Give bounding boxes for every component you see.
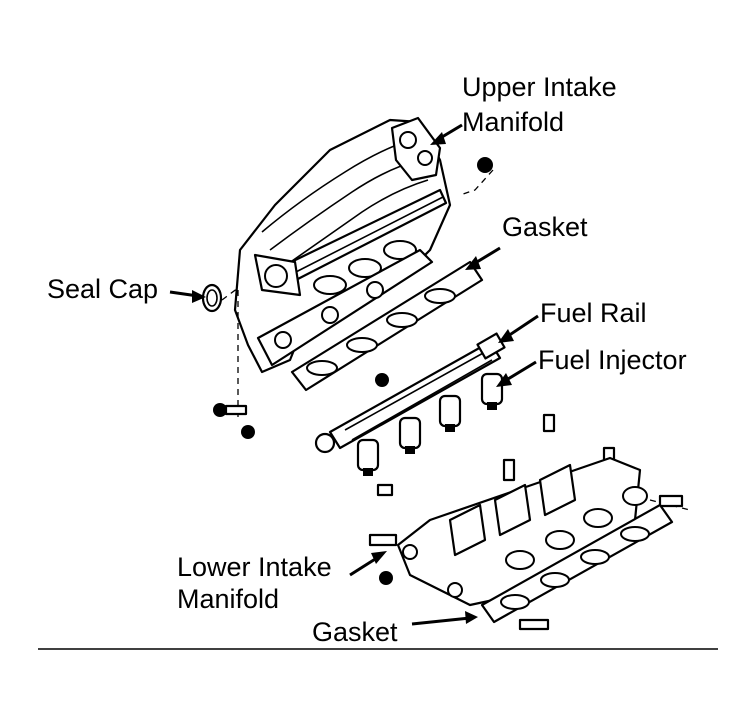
label-upper-intake-line1: Upper Intake [462,72,617,102]
rail-bolt-icon [376,413,616,497]
upper-intake-manifold [233,116,452,374]
nut-icon [477,157,493,173]
label-lower-intake-line1: Lower Intake [177,552,332,582]
label-lower-intake-line2: Manifold [177,584,279,614]
fuel-rail [314,332,506,454]
stud-icon-right [658,494,684,508]
label-gasket-upper: Gasket [502,212,588,242]
label-fuel-rail: Fuel Rail [540,298,647,328]
seal-cap [201,283,223,313]
lower-gasket [480,503,674,624]
upper-gasket [290,260,484,392]
leader-arrows [169,123,539,626]
lower-nut-icon [379,571,393,585]
nut-icon-left [241,425,255,439]
label-fuel-injector: Fuel Injector [538,345,687,375]
rail-nut-icon [375,373,389,387]
label-upper-intake-line2: Manifold [462,107,564,137]
label-seal-cap: Seal Cap [47,274,158,304]
fuel-injectors [356,372,504,476]
stud-icon [368,533,398,547]
bolt-icon [213,403,248,417]
lower-stud-icon [518,618,550,631]
label-gasket-lower: Gasket [312,617,398,647]
